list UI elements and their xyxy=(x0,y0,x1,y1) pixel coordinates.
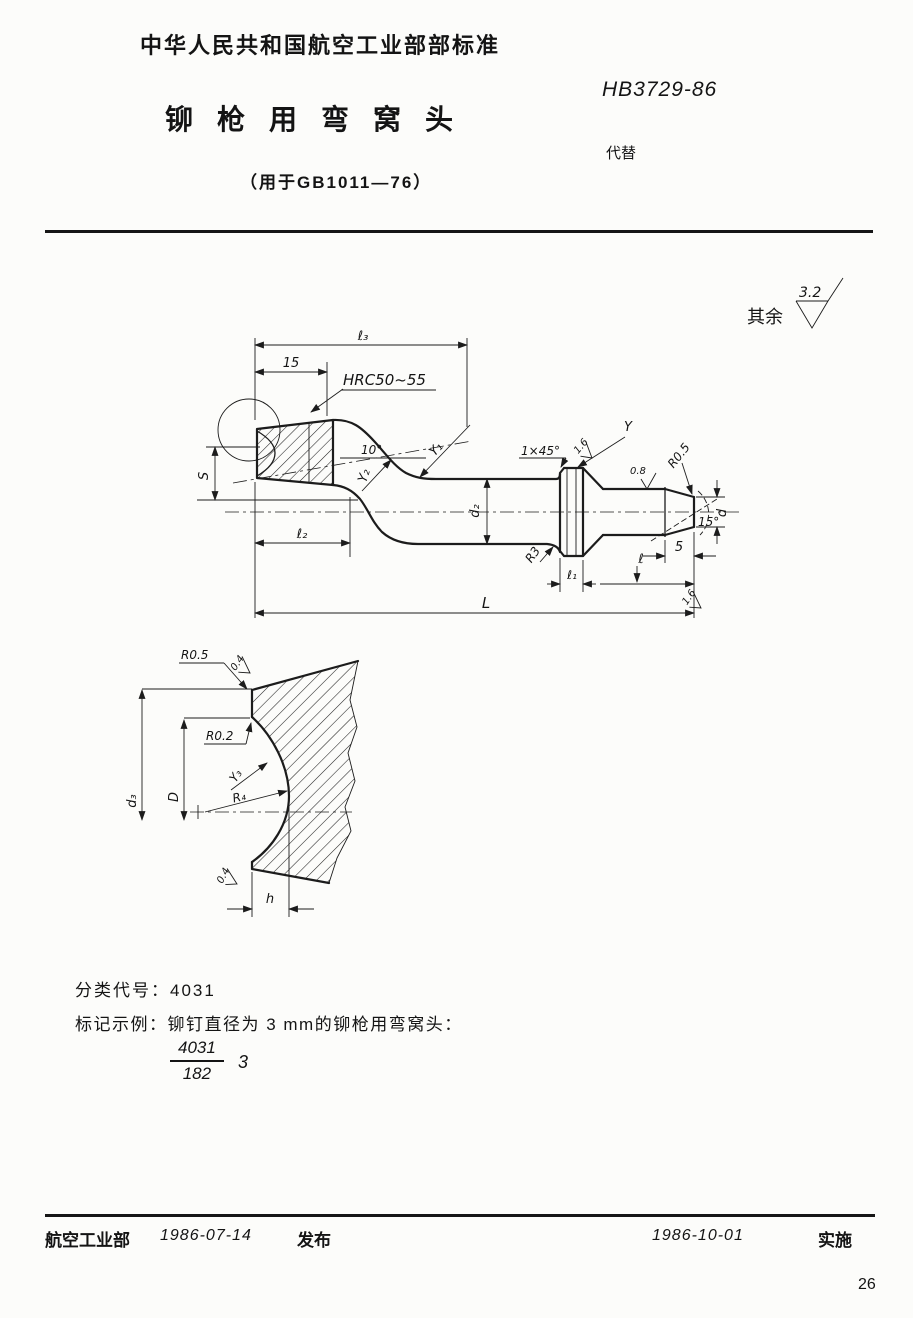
main-drawing: 0.8 1.6 1.6 ℓ₃ 15 HRC50~55 10° Y₁ Y₂ d₂ … xyxy=(197,329,740,618)
document-title: 铆枪用弯窝头 xyxy=(165,104,478,135)
label-D: D xyxy=(167,792,182,802)
label-r02: R0.2 xyxy=(206,729,233,743)
label-d3: d₃ xyxy=(125,794,140,807)
footer-implement-label: 实施 xyxy=(818,1231,852,1250)
roughness-symbol-icon xyxy=(795,277,844,329)
label-l3: ℓ₃ xyxy=(357,329,369,344)
standard-number: HB3729-86 xyxy=(602,78,718,101)
standard-org-title: 中华人民共和国航空工业部部标准 xyxy=(140,33,501,58)
leader-r3 xyxy=(539,546,554,563)
marking-label: 标记示例： xyxy=(75,1015,168,1034)
roughness-mark-detail-top: 0.4 xyxy=(229,654,251,674)
surface-roughness-remark: 其余 3.2 xyxy=(747,277,844,329)
label-15: 15 xyxy=(283,356,300,371)
classification-label: 分类代号： xyxy=(75,981,170,1000)
leader-r4 xyxy=(204,789,288,813)
body-bottom-outline xyxy=(331,483,562,554)
footer-issue-date: 1986-07-14 xyxy=(160,1227,252,1244)
extension-lines xyxy=(206,338,725,618)
label-r05: R0.5 xyxy=(665,440,693,470)
designation-numerator: 4031 xyxy=(170,1038,224,1062)
leader-r02 xyxy=(245,722,253,745)
leader-y xyxy=(577,436,626,468)
label-detail-r05: R0.5 xyxy=(181,648,208,662)
leader-hrc xyxy=(310,388,344,413)
detail-hatch-region xyxy=(252,661,358,883)
designation-fraction: 4031 182 xyxy=(170,1038,224,1084)
leader-y3 xyxy=(230,762,268,791)
label-5: 5 xyxy=(675,540,683,555)
detail-outline xyxy=(250,659,360,885)
marking-example-line: 标记示例：铆钉直径为 3 mm的铆枪用弯窝头： xyxy=(75,1010,463,1035)
angle15-arc xyxy=(697,490,710,536)
tip-outline xyxy=(601,487,696,537)
label-S: S xyxy=(197,472,212,480)
roughness-mark-shank xyxy=(640,472,657,490)
roughness-shank-value: 0.8 xyxy=(630,466,646,477)
reference-lines xyxy=(197,457,426,501)
roughness-chamfer-value: 1.6 xyxy=(572,437,591,456)
label-d2: d₂ xyxy=(468,504,483,517)
footer-publish-label: 发布 xyxy=(297,1231,331,1250)
leader-r05 xyxy=(681,462,693,495)
classification-line: 分类代号：4031 xyxy=(75,976,216,1001)
roughness-mark-detail-bottom: 0.4 xyxy=(215,866,238,885)
label-chamfer: 1×45° xyxy=(521,444,560,458)
head-outline xyxy=(255,418,335,487)
classification-code: 4031 xyxy=(170,981,216,1000)
leader-chamfer xyxy=(560,457,569,468)
body-top-outline xyxy=(331,418,562,481)
head-section-hatch xyxy=(257,420,333,485)
roughness-end-value: 1.6 xyxy=(680,588,698,607)
label-d: d xyxy=(715,508,730,517)
label-y: Y xyxy=(624,420,633,435)
label-l2: ℓ₂ xyxy=(296,527,308,542)
label-y2: Y₂ xyxy=(356,467,374,484)
label-l: ℓ xyxy=(637,552,643,567)
detail-drawing: 0.4 0.4 R0.5 R0.2 Y₃ R₄ d₃ D h xyxy=(125,648,360,917)
label-angle15: 15° xyxy=(698,515,719,529)
marking-text: 铆钉直径为 3 mm的铆枪用弯窝头： xyxy=(167,1015,463,1034)
footer-implement-date: 1986-10-01 xyxy=(652,1227,744,1244)
footer-rule xyxy=(45,1214,875,1217)
label-L: L xyxy=(482,594,490,612)
roughness-value: 3.2 xyxy=(799,285,821,301)
designation-denominator: 182 xyxy=(182,1064,212,1083)
leader-y1 xyxy=(419,424,471,478)
dimple-sphere-arc xyxy=(250,715,291,864)
footer-issuer: 航空工业部 xyxy=(45,1231,130,1250)
header-rule xyxy=(45,230,873,233)
roughness-mark-end: 1.6 xyxy=(680,588,702,609)
label-r4: R₄ xyxy=(231,789,247,806)
label-r3: R3 xyxy=(522,544,543,565)
dimple-cavity-arc xyxy=(256,430,276,477)
page-number: 26 xyxy=(858,1276,876,1293)
angle15-construction xyxy=(650,498,718,542)
label-hardness: HRC50~55 xyxy=(343,371,426,389)
roughness-detail-top-value: 0.4 xyxy=(229,654,247,673)
leader-detail-r05 xyxy=(223,662,248,690)
collar-outline xyxy=(558,466,585,558)
label-h: h xyxy=(266,892,274,907)
roughness-prefix-label: 其余 xyxy=(747,307,783,328)
supersede-label: 代替 xyxy=(606,145,637,162)
leader-y2 xyxy=(361,459,392,492)
collar-groove-lines xyxy=(566,468,577,556)
roughness-mark-chamfer: 1.6 xyxy=(572,437,593,459)
designation-size: 3 xyxy=(238,1052,249,1072)
document-subtitle: （用于GB1011—76） xyxy=(240,173,433,192)
head-axis-line xyxy=(232,440,473,484)
label-angle10: 10° xyxy=(361,443,382,457)
detail-extension-lines xyxy=(142,688,290,917)
roughness-detail-bottom-value: 0.4 xyxy=(215,866,232,885)
break-line xyxy=(328,660,359,884)
collar-cone-transition xyxy=(581,466,605,558)
label-y1: Y₁ xyxy=(426,440,446,460)
label-l1: ℓ₁ xyxy=(566,568,577,582)
